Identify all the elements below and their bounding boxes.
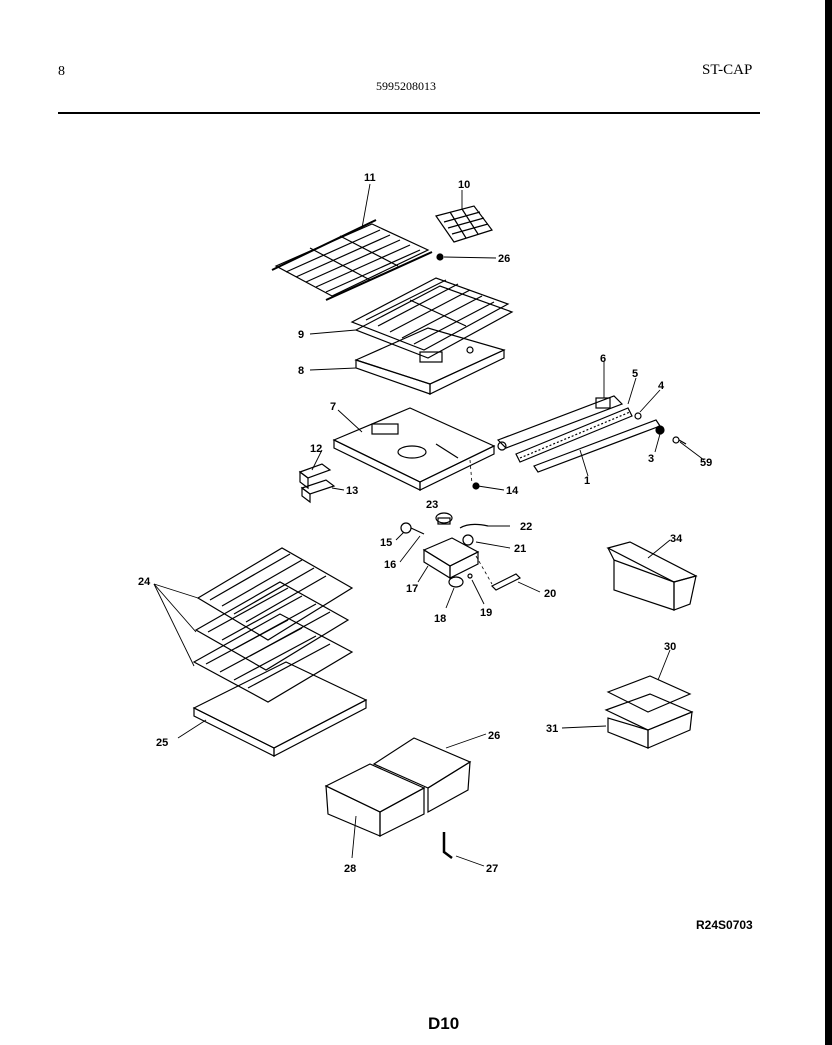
callout-31: 31 xyxy=(546,723,558,735)
part-26-screw xyxy=(436,253,444,261)
callout-11: 11 xyxy=(364,172,376,184)
part-59-screw xyxy=(672,436,687,445)
callout-30: 30 xyxy=(664,641,676,653)
part-25-crisper-cover xyxy=(192,661,368,757)
callout-8: 8 xyxy=(298,365,304,377)
part-20-bar xyxy=(490,573,522,591)
callout-20: 20 xyxy=(544,588,556,600)
part-1-rail xyxy=(533,419,661,473)
callout-21: 21 xyxy=(514,543,526,555)
callout-14: 14 xyxy=(506,485,519,497)
part-30-dairy-lid xyxy=(606,675,692,713)
part-31-dairy-bin xyxy=(604,693,694,749)
part-4-clip xyxy=(634,412,642,420)
leader-lines xyxy=(153,183,705,867)
part-5-rail xyxy=(515,407,633,463)
callout-25: 25 xyxy=(156,737,168,749)
part-number: 5995208013 xyxy=(376,79,436,93)
part-17-control-housing xyxy=(422,537,480,580)
callout-24: 24 xyxy=(138,576,151,588)
callout-59: 59 xyxy=(700,457,712,469)
callout-22: 22 xyxy=(520,521,532,533)
part-26-crisper xyxy=(372,737,472,814)
part-7-panel xyxy=(332,407,496,491)
callout-1: 1 xyxy=(584,475,590,487)
part-13-bracket xyxy=(300,479,336,504)
part-12-bracket xyxy=(298,463,332,490)
callout-19: 19 xyxy=(480,607,492,619)
part-23-knob xyxy=(435,512,453,525)
part-19-screw xyxy=(467,573,473,579)
model-code: ST-CAP xyxy=(702,62,753,78)
callout-17: 17 xyxy=(406,583,418,595)
part-18-grommet xyxy=(448,576,464,588)
part-27-handle xyxy=(442,832,453,859)
callout-4: 4 xyxy=(658,380,665,392)
page-number: 8 xyxy=(58,64,65,79)
callout-23: 23 xyxy=(426,499,438,511)
callout-34: 34 xyxy=(670,533,683,545)
callout-18: 18 xyxy=(434,613,446,625)
callout-16: 16 xyxy=(384,559,396,571)
callout-13: 13 xyxy=(346,485,358,497)
callout-9: 9 xyxy=(298,329,304,341)
header-rule xyxy=(58,112,760,114)
callout-labels: 11 10 26 9 8 7 6 5 4 3 59 1 12 13 14 23 … xyxy=(138,172,712,875)
dashed-guides xyxy=(469,459,493,585)
callout-7: 7 xyxy=(330,401,336,413)
part-24-glass-shelves xyxy=(192,547,354,703)
callout-15: 15 xyxy=(380,537,392,549)
page-edge xyxy=(825,0,832,1045)
diagram-code: R24S0703 xyxy=(696,918,753,932)
part-28-crisper xyxy=(324,763,426,837)
part-15-lamp xyxy=(400,522,425,535)
callout-5: 5 xyxy=(632,368,638,380)
part-8-tray xyxy=(354,327,506,395)
callout-12: 12 xyxy=(310,443,322,455)
callout-28: 28 xyxy=(344,863,356,875)
part-34-door-bin xyxy=(606,541,698,611)
part-22-capillary xyxy=(459,523,489,529)
part-3-nut xyxy=(655,425,665,435)
part-11-wire-shelf xyxy=(271,219,433,301)
part-21-thermostat xyxy=(462,534,474,546)
callout-10: 10 xyxy=(458,179,470,191)
callout-26: 26 xyxy=(498,253,510,265)
callout-3: 3 xyxy=(648,453,654,465)
part-10-ice-tray xyxy=(435,205,493,243)
part-9-freezer-shelf xyxy=(350,277,514,359)
page-code: D10 xyxy=(428,1014,460,1033)
callout-6: 6 xyxy=(600,353,606,365)
callout-26-crisper: 26 xyxy=(488,730,500,742)
callout-27: 27 xyxy=(486,863,498,875)
part-6-rail xyxy=(496,395,624,451)
